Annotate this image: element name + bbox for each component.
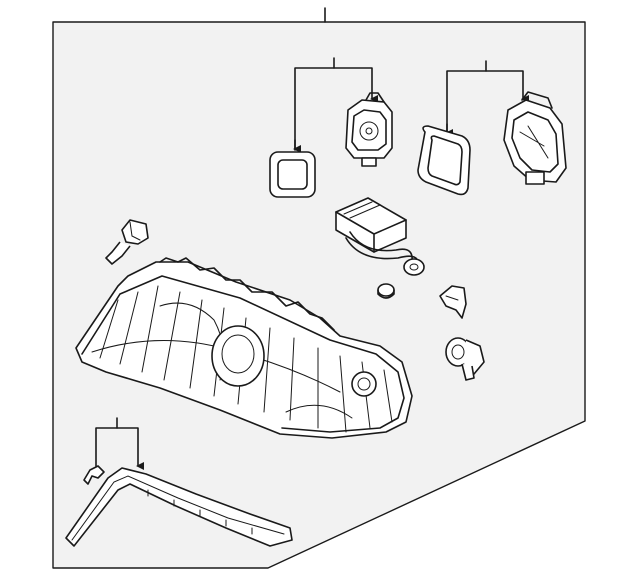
side-marker-bulb <box>105 219 149 265</box>
retaining-clip <box>439 285 467 319</box>
large-seal-ring <box>417 125 471 196</box>
lower-trim-strip <box>65 467 293 547</box>
headlamp-housing <box>75 257 413 439</box>
small-bulb-socket <box>345 92 393 167</box>
small-seal-ring <box>269 151 316 198</box>
callout-bracket-1 <box>293 57 378 153</box>
callout-bracket-3 <box>95 417 144 470</box>
small-cap <box>377 283 395 299</box>
side-marker-socket <box>445 337 485 381</box>
ballast-module <box>335 197 425 276</box>
large-bulb-socket <box>503 91 567 185</box>
trim-clip <box>83 465 105 485</box>
